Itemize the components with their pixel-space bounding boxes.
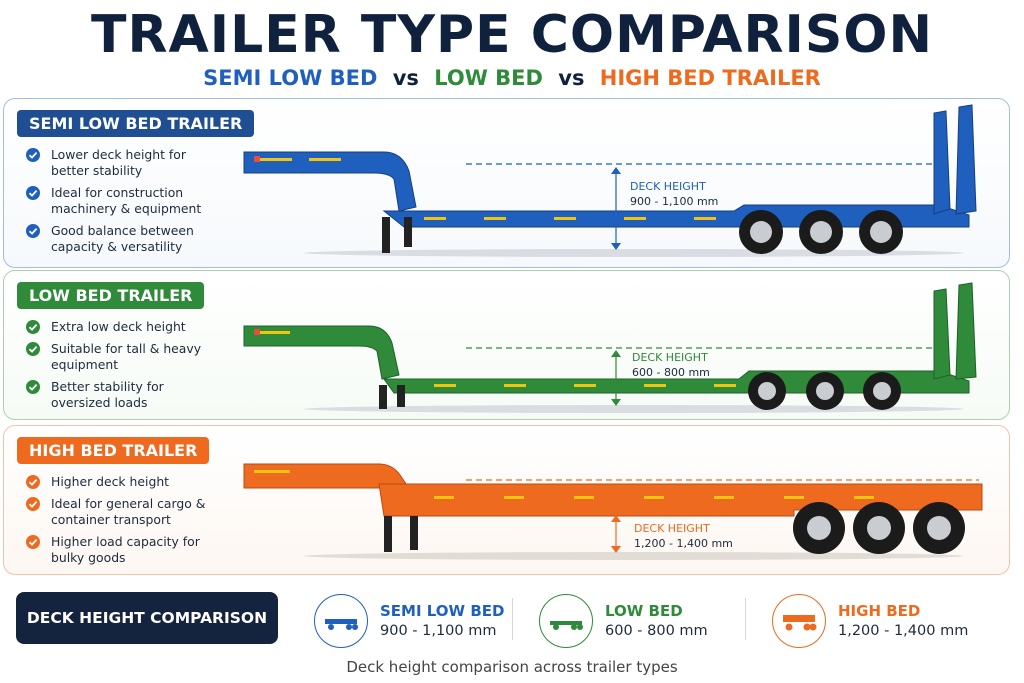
deck-height-comparison-box: DECK HEIGHT COMPARISON: [16, 592, 278, 644]
check-icon: [26, 148, 40, 162]
feature-item: Higher load capacity for bulky goods: [26, 534, 226, 566]
subtitle-vs: vs: [392, 66, 419, 90]
deck-height-value: 600 - 800 mm: [632, 366, 710, 379]
subtitle-high: HIGH BED TRAILER: [599, 66, 821, 90]
feature-item: Lower deck height for better stability: [26, 147, 226, 179]
check-icon: [26, 186, 40, 200]
page-subtitle: SEMI LOW BED vs LOW BED vs HIGH BED TRAI…: [0, 64, 1024, 92]
comparison-value: 600 - 800 mm: [605, 623, 708, 639]
check-icon: [26, 475, 40, 489]
deck-height-value: 900 - 1,100 mm: [630, 195, 719, 208]
feature-item: Better stability for oversized loads: [26, 379, 226, 411]
low-bed-trailer-illustration: [243, 282, 977, 413]
feature-list: Lower deck height for better stability I…: [26, 147, 226, 261]
check-icon: [26, 380, 40, 394]
subtitle-vs: vs: [558, 66, 585, 90]
caption: Deck height comparison across trailer ty…: [346, 658, 678, 676]
check-icon: [26, 342, 40, 356]
check-icon: [26, 535, 40, 549]
comparison-name: SEMI LOW BED: [380, 602, 505, 620]
divider: [745, 598, 746, 640]
feature-list: Extra low deck height Suitable for tall …: [26, 319, 226, 417]
trailer-icon: [772, 594, 826, 648]
low-bed-panel: LOW BED TRAILER Extra low deck height Su…: [3, 270, 1010, 420]
low-bed-badge: LOW BED TRAILER: [17, 282, 205, 309]
high-bed-badge: HIGH BED TRAILER: [17, 437, 210, 464]
feature-list: Higher deck height Ideal for general car…: [26, 474, 226, 572]
divider: [512, 598, 513, 640]
comparison-name: HIGH BED: [838, 602, 921, 620]
semi-low-bed-trailer-illustration: [243, 104, 977, 257]
trailer-icon: [539, 594, 593, 648]
feature-item: Ideal for general cargo & container tran…: [26, 496, 226, 528]
check-icon: [26, 224, 40, 238]
feature-item: Ideal for construction machinery & equip…: [26, 185, 226, 217]
feature-item: Extra low deck height: [26, 319, 226, 335]
check-icon: [26, 320, 40, 334]
trailer-icon: [314, 594, 368, 648]
page-title: TRAILER TYPE COMPARISON: [90, 5, 934, 65]
feature-item: Higher deck height: [26, 474, 226, 490]
comparison-name: LOW BED: [605, 602, 683, 620]
check-icon: [26, 497, 40, 511]
comparison-value: 900 - 1,100 mm: [380, 623, 497, 639]
high-bed-panel: HIGH BED TRAILER Higher deck height Idea…: [3, 425, 1010, 575]
high-bed-trailer-illustration: [243, 463, 983, 560]
subtitle-low: LOW BED: [434, 66, 543, 90]
semi-low-bed-badge: SEMI LOW BED TRAILER: [17, 110, 255, 137]
semi-low-bed-panel: SEMI LOW BED TRAILER Lower deck height f…: [3, 98, 1010, 268]
deck-height-label: DECK HEIGHT: [634, 522, 710, 535]
deck-height-label: DECK HEIGHT: [630, 180, 706, 193]
feature-item: Good balance between capacity & versatil…: [26, 223, 226, 255]
feature-item: Suitable for tall & heavy equipment: [26, 341, 226, 373]
deck-height-label: DECK HEIGHT: [632, 351, 708, 364]
subtitle-semi: SEMI LOW BED: [203, 66, 378, 90]
deck-height-value: 1,200 - 1,400 mm: [634, 537, 733, 550]
comparison-value: 1,200 - 1,400 mm: [838, 623, 969, 639]
